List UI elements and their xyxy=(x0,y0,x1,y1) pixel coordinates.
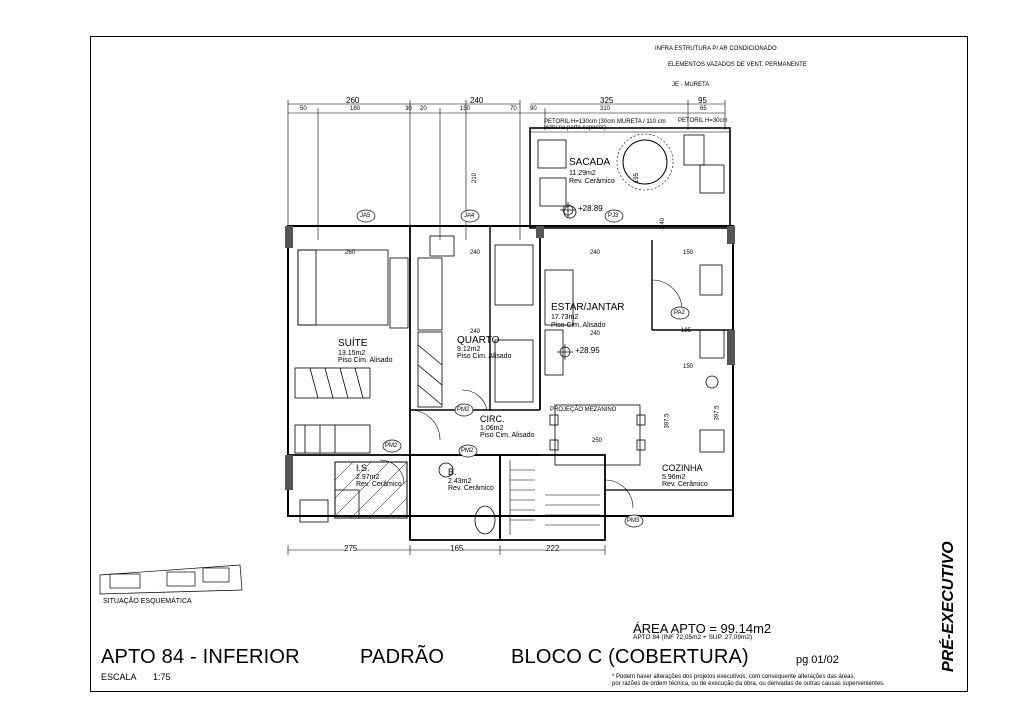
dim-397-a: 397.5 xyxy=(664,413,671,429)
room-circ-area: 1.06m2 xyxy=(480,425,504,432)
tag-ja4: JA4 xyxy=(464,213,475,219)
tag-pm2-b: PM2 xyxy=(385,443,398,449)
level-estar: +28.95 xyxy=(575,346,600,355)
dim-suite-260: 260 xyxy=(345,250,356,256)
room-quarto-area: 9.12m2 xyxy=(457,346,481,353)
room-cozinha-area: 5.96m2 xyxy=(662,474,686,481)
dim-quarto-240: 240 xyxy=(470,250,481,256)
room-is-finish: Rev. Cerâmico xyxy=(356,481,402,488)
dim-top-260: 260 xyxy=(346,96,360,105)
dim-jantar-250: 250 xyxy=(592,438,603,444)
dim-195: 195 xyxy=(634,172,641,184)
room-sacada-area: 11.29m2 xyxy=(569,170,596,177)
dim-210: 210 xyxy=(472,172,479,184)
room-suite-area: 13.15m2 xyxy=(338,350,366,357)
padrao-title: PADRÃO xyxy=(360,646,445,668)
dim-top-90: 90 xyxy=(530,106,537,112)
apto-title: APTO 84 - INFERIOR xyxy=(101,646,300,668)
dim-top-150: 150 xyxy=(460,106,471,112)
note-petoril-30: PETORIL H=30cm xyxy=(678,118,728,124)
page-number: pg 01/02 xyxy=(796,654,839,666)
room-sacada-finish: Rev. Cerâmico xyxy=(569,178,615,185)
tag-pm2-c: PM2 xyxy=(461,448,474,454)
building-walls xyxy=(287,225,734,541)
room-quarto-finish: Piso Cim. Alisado xyxy=(457,353,512,360)
note-line-2: por razões de ordem técnica, ou de execu… xyxy=(612,681,885,687)
dim-240-v: 240 xyxy=(660,217,667,229)
room-quarto-name: QUARTO xyxy=(457,335,500,346)
room-is-name: I.S. xyxy=(356,463,370,473)
room-estar-finish: Piso Cim. Alisado xyxy=(551,322,606,329)
dim-top-65: 65 xyxy=(700,106,707,112)
dim-top-180: 180 xyxy=(350,106,361,112)
level-sacada: +28.89 xyxy=(578,204,603,213)
dim-cozinha-185: 185 xyxy=(681,328,692,334)
situation-sketch xyxy=(99,564,243,595)
area-detail: APTO 84 (INF 72,05m2 + SUP. 27,09m2) xyxy=(633,634,753,641)
room-cozinha-name: COZINHA xyxy=(662,463,703,473)
room-estar-area: 17.73m2 xyxy=(551,314,579,321)
dim-top-50: 50 xyxy=(300,106,307,112)
dim-estar-240b: 240 xyxy=(590,331,601,337)
dim-top-310: 310 xyxy=(600,106,611,112)
level-markers xyxy=(557,202,576,360)
room-b-name: B. xyxy=(448,467,457,477)
note-petoril: PETORIL H=130cm (30cm MURETA / 110 cm vi… xyxy=(544,119,666,131)
dim-bottom-165: 165 xyxy=(450,544,464,553)
room-cozinha-finish: Rev. Cerâmico xyxy=(662,481,708,488)
dim-top-70: 70 xyxy=(510,106,517,112)
note-elementos-vazados: ELEMENTOS VAZADOS DE VENT. PERMANENTE xyxy=(668,62,807,68)
projecao-mezanino: PROJEÇÃO MEZANINO xyxy=(550,407,617,413)
room-circ-finish: Piso Cim. Alisado xyxy=(480,432,535,439)
note-mureta: JE - MURETA xyxy=(672,82,710,88)
area-total: ÁREA APTO = 99.14m2 xyxy=(633,621,772,636)
room-is-area: 2.97m2 xyxy=(356,474,380,481)
situacao-label: SITUAÇÃO ESQUEMÁTICA xyxy=(103,598,192,605)
room-b-area: 2.43m2 xyxy=(448,478,472,485)
drawing-frame xyxy=(90,36,968,692)
dim-top-20: 20 xyxy=(420,106,427,112)
escala-value: 1:75 xyxy=(153,672,171,682)
room-sacada-name: SACADA xyxy=(569,157,611,168)
room-suite-finish: Piso Cim. Alisado xyxy=(338,357,393,364)
room-estar-name: ESTAR/JANTAR xyxy=(551,302,625,313)
tag-pm2-a: PM2 xyxy=(457,407,470,413)
tag-pj3: PJ3 xyxy=(608,213,619,219)
tag-markers xyxy=(356,209,690,528)
room-suite-name: SUÍTE xyxy=(338,338,368,349)
sacada-walls xyxy=(529,127,731,229)
bloco-title: BLOCO C (COBERTURA) xyxy=(511,646,749,668)
note-infra-ar: INFRA ESTRUTURA P/ AR CONDICIONADO xyxy=(655,46,777,52)
wet-area-hatch xyxy=(334,461,408,519)
tag-ja5: JA5 xyxy=(360,213,371,219)
note-line-1: * Podem haver alterações dos projetos ex… xyxy=(612,674,856,680)
tag-pa2: PA2 xyxy=(674,310,685,316)
room-circ-name: CIRC. xyxy=(480,414,505,424)
staircase xyxy=(509,460,600,535)
dim-cozinha-150b: 150 xyxy=(683,364,694,370)
wall-piers xyxy=(285,226,735,490)
dim-bottom-275: 275 xyxy=(344,544,358,553)
dim-quarto-240b: 240 xyxy=(470,329,481,335)
dim-bottom-222: 222 xyxy=(546,544,560,553)
dim-cozinha-150: 150 xyxy=(683,250,694,256)
dim-top-95: 95 xyxy=(698,96,707,105)
room-b-finish: Rev. Cerâmico xyxy=(448,485,494,492)
escala-label: ESCALA xyxy=(101,672,137,682)
door-swings xyxy=(379,279,683,509)
tag-pm3: PM3 xyxy=(627,518,640,524)
dim-top-325: 325 xyxy=(600,96,614,105)
dim-top-240: 240 xyxy=(470,96,484,105)
pre-executivo-stamp: PRÉ-EXECUTIVO xyxy=(940,541,957,672)
dim-top-30: 30 xyxy=(405,106,412,112)
dim-397-b: 397.5 xyxy=(714,405,721,421)
dim-estar-240: 240 xyxy=(590,250,601,256)
